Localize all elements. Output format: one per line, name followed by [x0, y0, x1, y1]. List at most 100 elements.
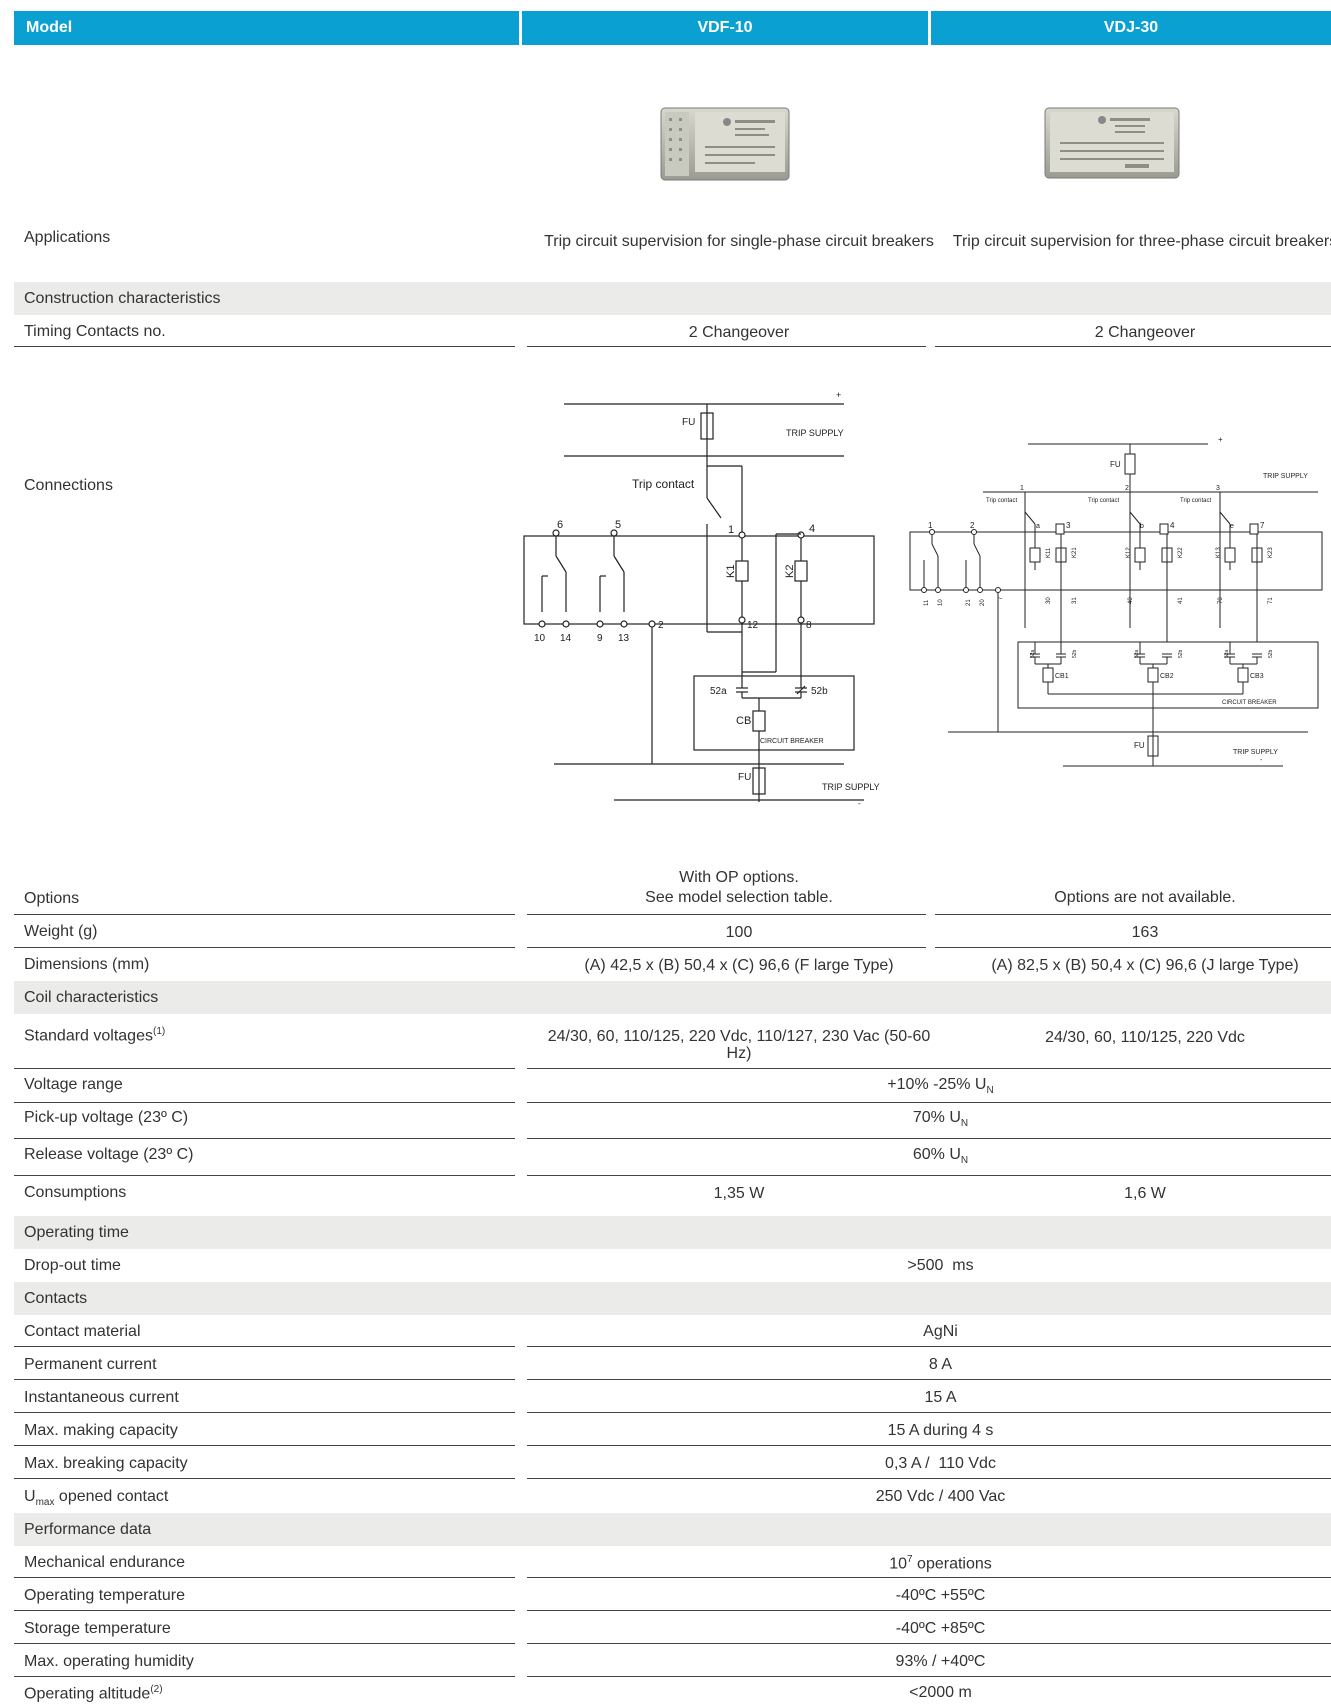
standard-voltages-label: Standard voltages(1) — [24, 1026, 165, 1045]
umax-sub: max — [35, 1497, 55, 1509]
d2-k13: K13 — [1216, 547, 1222, 558]
d2-b20: 20 — [980, 599, 986, 606]
divider — [527, 1478, 1331, 1479]
release-voltage-value: 60% UN — [536, 1146, 1331, 1166]
d1-t6: 6 — [557, 519, 563, 531]
d2-e: e — [1230, 523, 1234, 530]
vdj30-connection-diagram: + FU TRIP SUPPLY 1 2 3 Trip contact Trip… — [909, 435, 1323, 767]
mech-rest: operations — [912, 1555, 992, 1573]
header-model: Model — [14, 11, 519, 45]
d2-trip-supply-top: TRIP SUPPLY — [1263, 473, 1308, 480]
d2-k11: K11 — [1046, 547, 1052, 558]
permanent-current-value: 8 A — [928, 1356, 953, 1373]
pickup-voltage-sub: N — [960, 1118, 969, 1130]
d1-52b: 52b — [811, 686, 828, 697]
divider — [527, 1643, 1331, 1644]
storage-temperature-label: Storage temperature — [24, 1620, 171, 1637]
dropout-time-value: >500 ms — [907, 1257, 974, 1274]
d2-52a-3: 52a — [1224, 649, 1230, 658]
divider — [14, 1676, 515, 1677]
section-construction-label: Construction characteristics — [24, 290, 221, 307]
d1-t8: 8 — [806, 620, 812, 631]
d1-k1: K1 — [725, 565, 737, 578]
d2-b71: 71 — [1268, 597, 1274, 604]
divider — [14, 1610, 515, 1611]
voltage-range-label: Voltage range — [24, 1076, 123, 1093]
section-coil-label: Coil characteristics — [24, 989, 159, 1006]
header-vdj30: VDJ-30 — [931, 11, 1331, 45]
timing-contacts-vdf10: 2 Changeover — [688, 324, 790, 341]
voltage-range-value: +10% -25% UN — [536, 1076, 1331, 1096]
umax-rest: opened contact — [54, 1488, 169, 1505]
making-capacity-value: 15 A during 4 s — [887, 1422, 994, 1439]
d2-minus: - — [1260, 757, 1263, 764]
weight-vdj30: 163 — [1131, 924, 1159, 941]
humidity-label: Max. operating humidity — [24, 1653, 194, 1670]
d2-r7: 7 — [1260, 521, 1265, 530]
contact-material-value: AgNi — [923, 1323, 958, 1340]
release-voltage-sub: N — [960, 1155, 969, 1167]
section-operating-time: Operating time — [14, 1216, 1331, 1249]
pickup-voltage-label: Pick-up voltage (23º C) — [24, 1109, 189, 1126]
divider — [527, 1102, 1331, 1103]
d1-fu-top: FU — [682, 417, 695, 428]
umax-u: U — [24, 1488, 36, 1505]
divider — [527, 1068, 1331, 1069]
d1-t14: 14 — [560, 633, 572, 644]
d2-l2: 2 — [970, 521, 975, 530]
footnote-1: (1) — [152, 1026, 166, 1037]
d2-k22: K22 — [1178, 547, 1184, 558]
d1-trip-supply-bottom: TRIP SUPPLY — [822, 782, 880, 792]
d2-r4: 4 — [1170, 521, 1175, 530]
d1-t2: 2 — [658, 620, 664, 631]
d1-circuit-breaker: CIRCUIT BREAKER — [760, 738, 824, 745]
header-vdf10: VDF-10 — [522, 11, 928, 45]
d2-cb2: CB2 — [1160, 673, 1174, 680]
applications-vdj30: Trip circuit supervision for three-phase… — [952, 233, 1331, 250]
d2-b41: 41 — [1178, 597, 1184, 604]
making-capacity-label: Max. making capacity — [24, 1422, 178, 1439]
d2-b21: 21 — [966, 599, 972, 606]
d2-b31: 31 — [1072, 597, 1078, 604]
header-model-label: Model — [26, 19, 73, 36]
divider — [527, 346, 926, 347]
consumptions-vdf10: 1,35 W — [713, 1185, 765, 1202]
instantaneous-current-value: 15 A — [924, 1389, 957, 1406]
d1-cb: CB — [736, 715, 751, 727]
divider — [14, 1478, 515, 1479]
d2-cb1: CB1 — [1055, 673, 1069, 680]
header-vdj30-label: VDJ-30 — [1103, 19, 1159, 36]
divider — [527, 1346, 1331, 1347]
divider — [527, 1175, 1331, 1176]
d2-trip-contact-1: Trip contact — [986, 498, 1017, 504]
options-label: Options — [24, 890, 80, 907]
divider — [14, 914, 515, 915]
d1-minus: - — [858, 799, 861, 806]
divider — [527, 1610, 1331, 1611]
d1-t13: 13 — [618, 633, 630, 644]
divider — [14, 1445, 515, 1446]
divider — [14, 1346, 515, 1347]
d2-52a-2: 52a — [1134, 649, 1140, 658]
dropout-time-label: Drop-out time — [24, 1257, 121, 1274]
d2-trip-contact-3: Trip contact — [1180, 498, 1211, 504]
breaking-capacity-label: Max. breaking capacity — [24, 1455, 188, 1472]
section-performance-label: Performance data — [24, 1521, 152, 1538]
standard-voltages-vdf10: 24/30, 60, 110/125, 220 Vdc, 110/127, 23… — [547, 1028, 931, 1062]
pickup-voltage-text: 70% U — [912, 1109, 961, 1126]
d2-52a-1: 52a — [1030, 649, 1036, 658]
d2-k23: K23 — [1268, 547, 1274, 558]
divider — [14, 1577, 515, 1578]
release-voltage-text: 60% U — [912, 1146, 961, 1163]
weight-vdf10: 100 — [725, 924, 753, 941]
d2-r3: 3 — [1066, 521, 1071, 530]
d2-52b-3: 52b — [1268, 649, 1274, 658]
mech-base: 10 — [889, 1555, 908, 1573]
operating-temperature-value: -40ºC +55ºC — [895, 1587, 986, 1604]
section-contacts: Contacts — [14, 1282, 1331, 1315]
divider — [527, 1577, 1331, 1578]
divider — [935, 346, 1331, 347]
d2-k21: K21 — [1072, 547, 1078, 558]
permanent-current-label: Permanent current — [24, 1356, 157, 1373]
d2-trip-supply-bottom: TRIP SUPPLY — [1233, 749, 1278, 756]
